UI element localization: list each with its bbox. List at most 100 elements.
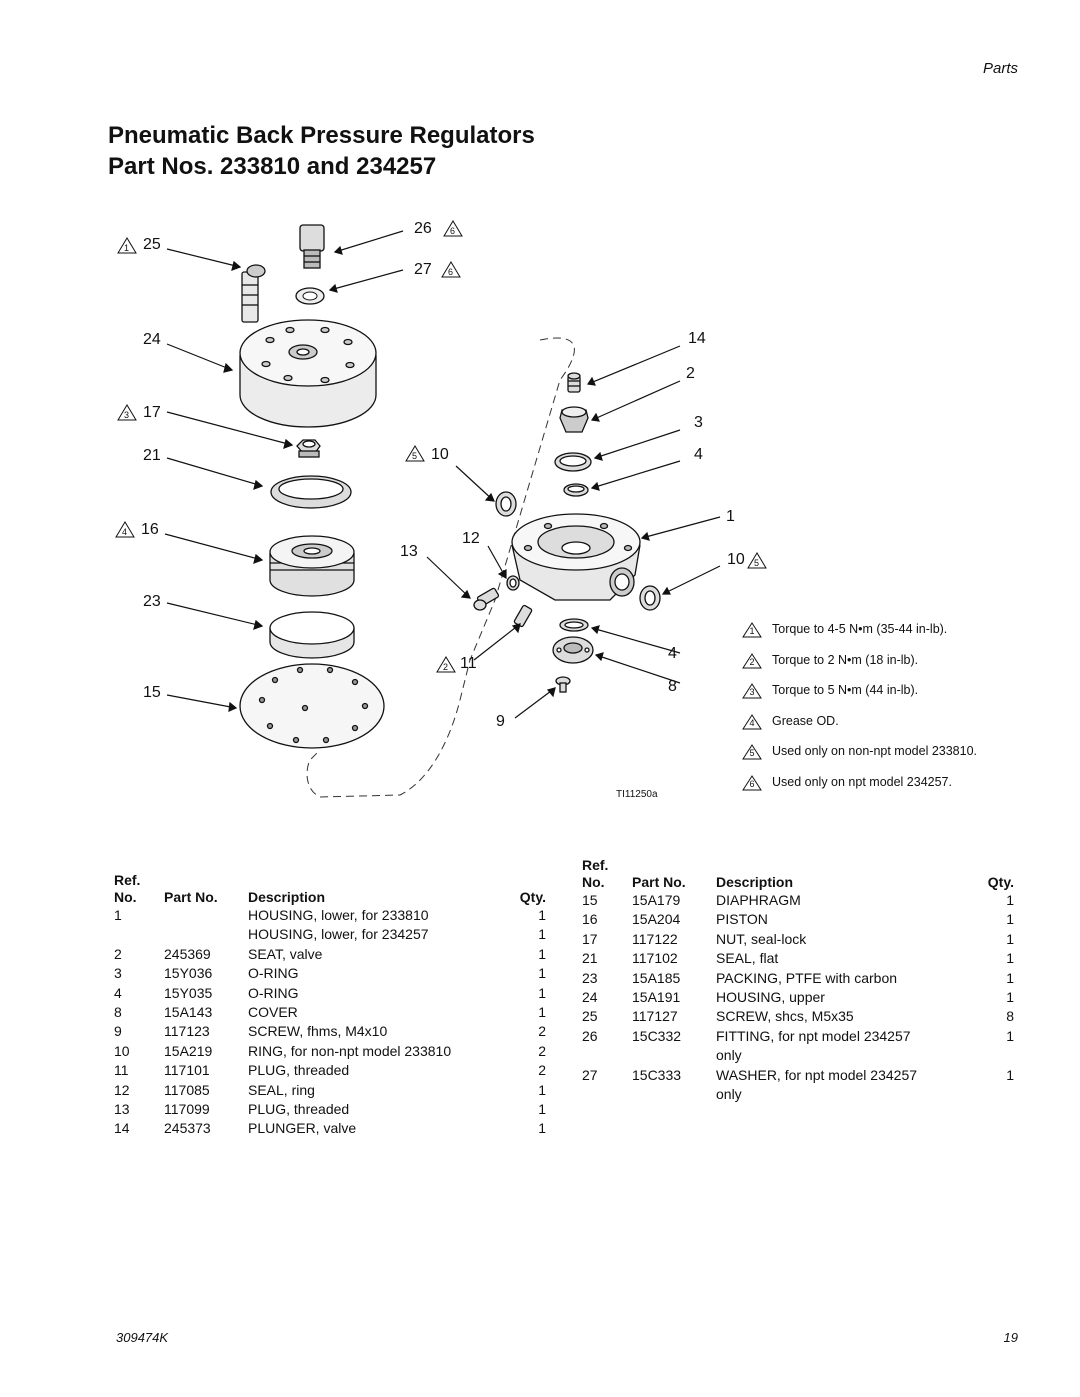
cell-ref: 24: [582, 989, 598, 1006]
cell-description: HOUSING, upper: [716, 989, 825, 1006]
cell-qty: 1: [1006, 892, 1014, 908]
figure-id: TI11250a: [616, 789, 658, 800]
cover-8: [552, 636, 594, 664]
cell-description: only: [716, 1086, 742, 1103]
callout-2: 2: [686, 365, 695, 382]
table-header-row: Ref.No. Part No. Description Qty.: [114, 872, 546, 906]
cell-qty: 1: [1006, 1066, 1014, 1083]
packing-23: [269, 611, 355, 659]
cell-part-no: 15A219: [164, 1042, 213, 1059]
callout-10-right: 10: [727, 551, 745, 568]
callout-4-upper: 4: [694, 446, 703, 463]
page-title: Pneumatic Back Pressure Regulators Part …: [108, 120, 535, 182]
note-text: Torque to 5 N•m (44 in-lb).: [772, 683, 919, 697]
cell-qty: 2: [538, 1042, 546, 1059]
callout-3: 3: [694, 414, 703, 431]
cell-description: O-RING: [248, 965, 299, 982]
cell-qty: 1: [538, 984, 546, 1001]
cell-description: DIAPHRAGM: [716, 892, 801, 908]
cell-ref: 10: [114, 1042, 130, 1059]
cell-part-no: 117122: [632, 930, 678, 947]
callout-11-note: 2: [443, 662, 448, 672]
cell-part-no: 15Y036: [164, 965, 213, 982]
callout-17-note: 3: [124, 410, 129, 420]
callout-16: 16: [141, 521, 159, 538]
note-text: Torque to 4-5 N•m (35-44 in-lb).: [772, 622, 948, 636]
cell-part-no: 245369: [164, 945, 211, 962]
callout-11: 11: [460, 655, 477, 672]
seal-21: [270, 475, 352, 509]
cell-part-no: 117099: [164, 1101, 210, 1118]
cell-ref: 2: [114, 945, 122, 962]
note-item: 6 Used only on npt model 234257.: [742, 775, 977, 806]
note-item: 4 Grease OD.: [742, 714, 977, 745]
note-text: Torque to 2 N•m (18 in-lb).: [772, 652, 919, 667]
note-item: 1 Torque to 4-5 N•m (35-44 in-lb).: [742, 622, 977, 653]
title-line-1: Pneumatic Back Pressure Regulators: [108, 122, 535, 149]
cell-ref: 15: [582, 892, 598, 908]
cell-qty: 1: [1006, 930, 1014, 947]
seal-ring-12: [506, 575, 520, 591]
cell-description: FITTING, for npt model 234257: [716, 1027, 911, 1044]
cell-ref: 13: [114, 1101, 130, 1118]
note-text: Used only on npt model 234257.: [772, 774, 952, 789]
piston-16: [269, 535, 355, 597]
cell-part-no: [632, 1085, 716, 1104]
callout-12: 12: [462, 530, 480, 547]
callout-23: 23: [143, 593, 161, 610]
note-text: Grease OD.: [772, 713, 839, 728]
leader-lines: [164, 230, 721, 719]
header-ref: Ref.No.: [114, 872, 141, 905]
cell-qty: 1: [538, 965, 546, 982]
callout-10-left: 10: [431, 446, 449, 463]
cell-part-no: [164, 925, 248, 944]
cell-part-no: 15A191: [632, 989, 681, 1006]
callout-21: 21: [143, 447, 161, 464]
cell-ref: [582, 1085, 632, 1104]
cell-description: WASHER, for npt model 234257: [716, 1066, 918, 1083]
header-description: Description: [716, 874, 794, 890]
cell-qty: [978, 1085, 1014, 1104]
o-ring-4-lower: [559, 618, 589, 632]
cell-ref: 21: [582, 950, 598, 967]
cell-description: PISTON: [716, 911, 768, 928]
callout-1: 1: [726, 508, 735, 525]
ring-10-left: [495, 491, 517, 517]
callout-13: 13: [400, 543, 418, 560]
note-text: Used only on non-npt model 233810.: [772, 744, 978, 758]
cell-ref: 14: [114, 1120, 130, 1137]
cell-qty: 1: [538, 907, 546, 923]
callout-10-right-note: 5: [754, 558, 759, 568]
ring-10-right: [639, 585, 661, 611]
screw-9: [555, 676, 571, 693]
callout-4-lower: 4: [668, 645, 677, 662]
note-triangle-icon: 2: [742, 652, 764, 669]
cell-part-no: 15C333: [632, 1066, 682, 1083]
cell-description: PLUG, threaded: [248, 1101, 350, 1118]
callout-26-note: 6: [450, 226, 455, 236]
cell-part-no: 245373: [164, 1120, 211, 1137]
callout-25: 25: [143, 236, 161, 253]
cell-description: PLUG, threaded: [248, 1062, 350, 1079]
note-triangle-numbers: 1 6 6 3 4 5 2 5: [122, 226, 759, 672]
plunger-14: [567, 372, 581, 393]
cell-ref: 26: [582, 1027, 598, 1044]
cell-part-no: 117101: [164, 1062, 210, 1079]
screw-25: [241, 264, 266, 323]
plug-13: [473, 587, 500, 611]
cell-description: SEAL, flat: [716, 950, 779, 967]
cell-ref: 8: [114, 1004, 122, 1021]
cell-qty: 1: [1006, 989, 1014, 1006]
cell-part-no: 117085: [164, 1081, 210, 1098]
callout-8: 8: [668, 678, 677, 695]
note-triangle-icon: 3: [742, 683, 764, 699]
cell-part-no: [164, 906, 248, 925]
